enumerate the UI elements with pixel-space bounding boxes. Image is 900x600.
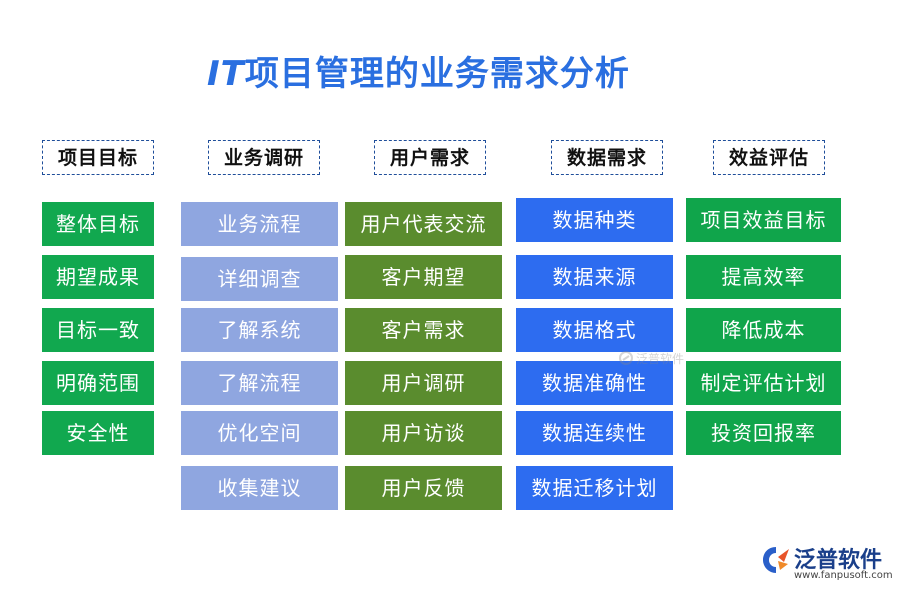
item-box: 了解系统 xyxy=(181,308,338,352)
header-user-needs: 用户需求 xyxy=(374,140,486,175)
watermark: 泛普软件 xyxy=(618,350,688,370)
page-title: IT项目管理的业务需求分析 xyxy=(207,48,630,100)
item-box: 数据种类 xyxy=(516,198,673,242)
item-box: 客户期望 xyxy=(345,255,502,299)
item-box: 制定评估计划 xyxy=(686,361,841,405)
item-box: 收集建议 xyxy=(181,466,338,510)
item-box: 用户访谈 xyxy=(345,411,502,455)
item-box: 数据格式 xyxy=(516,308,673,352)
item-box: 提高效率 xyxy=(686,255,841,299)
fanpu-logo-icon xyxy=(763,547,789,573)
watermark-icon xyxy=(619,351,633,365)
item-box: 详细调查 xyxy=(181,257,338,301)
item-box: 客户需求 xyxy=(345,308,502,352)
header-benefit-evaluation: 效益评估 xyxy=(713,140,825,175)
item-box: 投资回报率 xyxy=(686,411,841,455)
item-box: 用户反馈 xyxy=(345,466,502,510)
item-box: 数据连续性 xyxy=(516,411,673,455)
item-box: 整体目标 xyxy=(42,202,154,246)
item-box: 了解流程 xyxy=(181,361,338,405)
header-business-research: 业务调研 xyxy=(208,140,320,175)
item-box: 数据准确性 xyxy=(516,361,673,405)
logo-name: 泛普软件 xyxy=(794,548,883,573)
header-data-needs: 数据需求 xyxy=(551,140,663,175)
brand-logo: 泛普软件 www.fanpusoft.com xyxy=(760,540,893,590)
item-box: 降低成本 xyxy=(686,308,841,352)
item-box: 数据来源 xyxy=(516,255,673,299)
item-box: 用户代表交流 xyxy=(345,202,502,246)
item-box: 数据迁移计划 xyxy=(516,466,673,510)
item-box: 明确范围 xyxy=(42,361,154,405)
item-box: 项目效益目标 xyxy=(686,198,841,242)
header-project-goal: 项目目标 xyxy=(42,140,154,175)
item-box: 安全性 xyxy=(42,411,154,455)
item-box: 业务流程 xyxy=(181,202,338,246)
title-main: 项目管理的业务需求分析 xyxy=(244,54,630,94)
item-box: 目标一致 xyxy=(42,308,154,352)
watermark-text: 泛普软件 xyxy=(636,352,685,366)
item-box: 期望成果 xyxy=(42,255,154,299)
title-prefix: IT xyxy=(207,54,245,94)
item-box: 优化空间 xyxy=(181,411,338,455)
item-box: 用户调研 xyxy=(345,361,502,405)
logo-url: www.fanpusoft.com xyxy=(794,570,893,581)
